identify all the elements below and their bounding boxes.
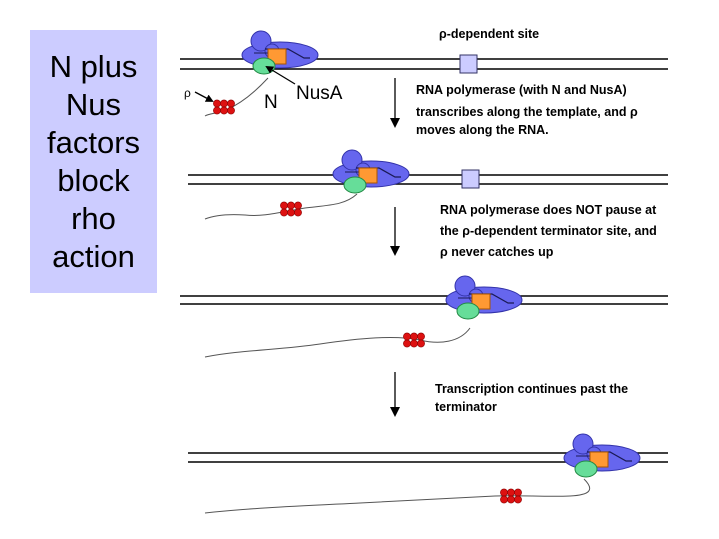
title-line: action (52, 239, 135, 274)
step-3-line-2: terminator (435, 400, 497, 414)
stage-2 (188, 149, 668, 220)
rho-arrow (194, 91, 214, 102)
rna-transcript (204, 478, 591, 514)
stage-4 (188, 433, 668, 514)
site-label: ρ-dependent site (439, 27, 539, 41)
rho-protein (403, 332, 425, 348)
step-arrowhead (390, 407, 400, 417)
nusa-label: NusA (296, 83, 343, 104)
rho-protein (500, 488, 522, 504)
n-pointer (265, 65, 296, 85)
rna-transcript (204, 193, 358, 220)
rna-transcript (204, 327, 471, 358)
stage-1 (180, 30, 668, 117)
title-line: factors (46, 125, 141, 160)
rna-polymerase (563, 433, 641, 478)
step-arrowhead (390, 246, 400, 256)
rho-label: ρ (184, 86, 191, 100)
rho-protein (213, 99, 235, 115)
terminator-site (459, 54, 478, 74)
step-1-line-2: transcribes along the template, and ρ (416, 105, 638, 119)
stage-3 (180, 275, 668, 358)
rna-polymerase (332, 149, 410, 194)
step-1-line-3: moves along the RNA. (416, 123, 549, 137)
title-line: Nus (65, 87, 122, 122)
title-line: rho (71, 201, 116, 236)
step-2-line-2: the ρ-dependent terminator site, and (440, 224, 657, 238)
terminator-site (461, 169, 480, 189)
n-label: N (264, 92, 278, 113)
step-2-line-3: ρ never catches up (440, 245, 554, 259)
step-1-line-1: RNA polymerase (with N and NusA) (416, 83, 627, 97)
rna-polymerase (445, 275, 523, 320)
title-box: N plus Nus factors block rho action (30, 30, 157, 293)
step-2-line-1: RNA polymerase does NOT pause at (440, 203, 657, 217)
rho-protein (280, 201, 302, 217)
title-line: N plus (49, 49, 138, 84)
title-line: block (57, 163, 130, 198)
step-arrowhead (390, 118, 400, 128)
step-3-line-1: Transcription continues past the (435, 382, 628, 396)
rna-polymerase (241, 30, 319, 75)
